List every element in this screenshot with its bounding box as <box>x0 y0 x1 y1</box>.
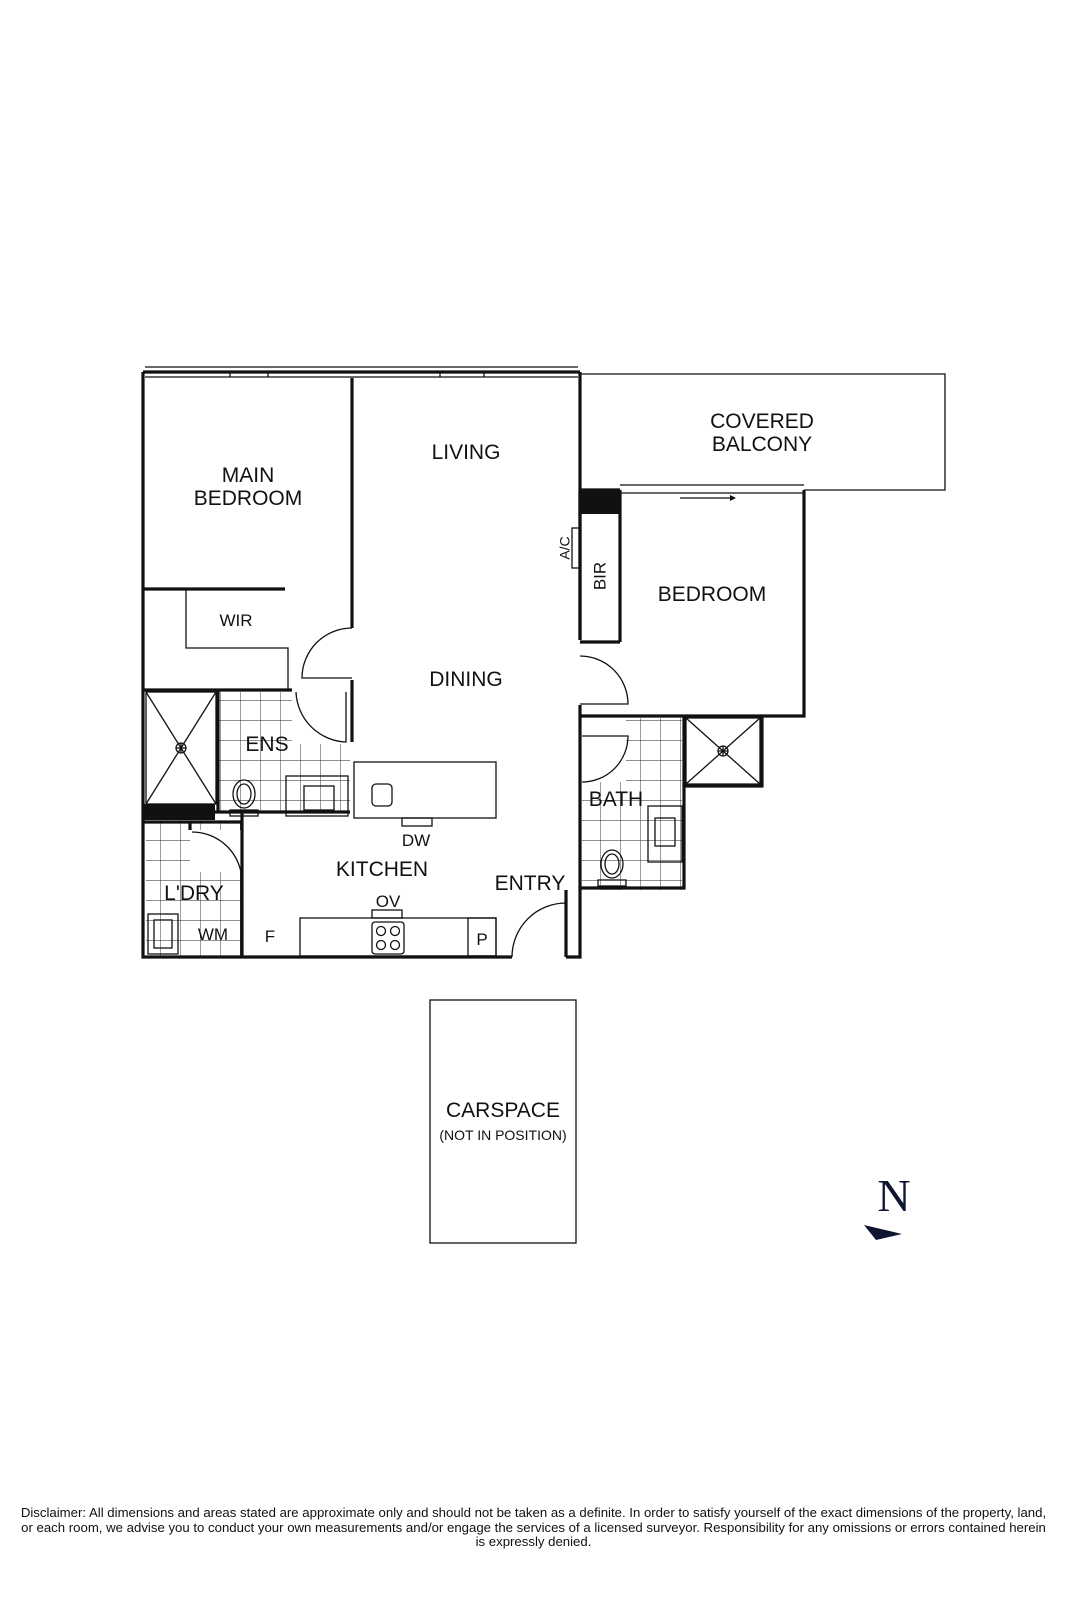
label-wir: WIR <box>219 611 252 630</box>
covered-balcony-outline <box>580 373 946 491</box>
label-f: F <box>265 927 275 946</box>
label-ac: A/C <box>557 536 573 559</box>
kitchen-fixtures <box>285 761 497 957</box>
ac-unit <box>571 527 581 569</box>
carspace-note: (NOT IN POSITION) <box>439 1127 566 1143</box>
label-dw: DW <box>402 831 430 850</box>
label-entry: ENTRY <box>495 872 566 895</box>
shower-ensuite <box>145 691 217 805</box>
label-wm: WM <box>198 925 228 944</box>
label-living: LIVING <box>432 441 501 464</box>
label-dining: DINING <box>429 668 503 691</box>
tiled-areas <box>146 692 682 956</box>
label-ov: OV <box>376 892 401 911</box>
label-bedroom: BEDROOM <box>658 583 767 606</box>
column-shower <box>143 804 215 820</box>
label-laundry: L'DRY <box>164 882 224 905</box>
label-covered-balcony-1: COVERED <box>710 410 814 433</box>
shower-bath <box>685 717 761 785</box>
compass: N <box>864 1170 911 1240</box>
compass-arrow-icon <box>864 1225 902 1240</box>
disclaimer-text: Disclaimer: All dimensions and areas sta… <box>20 1505 1047 1549</box>
doors <box>191 627 629 958</box>
label-bir: BIR <box>590 562 609 590</box>
room-labels: MAIN BEDROOM LIVING COVERED BALCONY BEDR… <box>164 410 814 905</box>
carspace-title: CARSPACE <box>446 1099 560 1122</box>
windows-top <box>145 366 804 501</box>
compass-letter: N <box>877 1170 910 1221</box>
fixture-labels: A/C BIR DW OV WM F P <box>198 536 610 949</box>
interior-walls <box>143 378 762 957</box>
label-kitchen: KITCHEN <box>336 858 428 881</box>
label-p: P <box>476 930 487 949</box>
label-covered-balcony-2: BALCONY <box>712 433 812 456</box>
carspace-outline <box>429 999 577 1244</box>
label-ens: ENS <box>245 733 288 756</box>
column-bedroom <box>580 490 620 514</box>
label-main-bedroom-1: MAIN <box>222 464 275 487</box>
label-main-bedroom-2: BEDROOM <box>194 487 303 510</box>
bathroom-fixtures <box>147 779 683 955</box>
label-bath: BATH <box>589 788 643 811</box>
